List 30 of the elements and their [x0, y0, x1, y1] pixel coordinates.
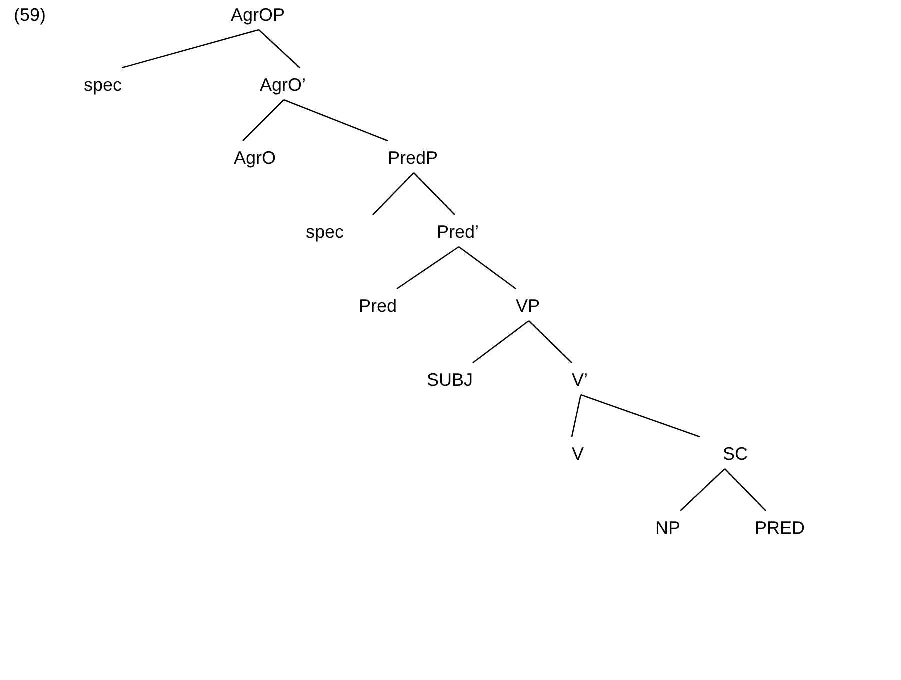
- tree-node-label: spec: [84, 74, 122, 96]
- tree-branch: [724, 468, 766, 512]
- tree-node-label: spec: [306, 221, 378, 243]
- tree-branch: [680, 468, 726, 512]
- tree-node-label: SUBJ: [427, 369, 473, 391]
- tree-branch: [458, 246, 516, 290]
- tree-node-label: AgrOP: [230, 4, 286, 26]
- tree-branch: [242, 100, 284, 142]
- tree-branch: [396, 246, 460, 290]
- example-number: (59): [14, 4, 46, 26]
- tree-branch: [258, 30, 300, 68]
- tree-branch: [571, 394, 582, 438]
- tree-node-label: V’: [572, 369, 588, 391]
- tree-node-label: SC: [700, 443, 748, 465]
- tree-branch: [528, 320, 572, 364]
- tree-node-label: Pred’: [436, 221, 480, 243]
- tree-node-label: AgrO’: [260, 74, 306, 96]
- tree-branch: [472, 320, 530, 364]
- tree-node-label: PRED: [755, 517, 805, 539]
- tree-branch: [122, 29, 260, 69]
- tree-branch: [414, 172, 456, 216]
- tree-branch: [284, 99, 388, 142]
- tree-node-label: V: [572, 443, 584, 465]
- tree-node-label: Pred: [358, 295, 398, 317]
- tree-node-label: NP: [656, 517, 680, 539]
- tree-branch: [372, 172, 414, 216]
- tree-node-label: PredP: [388, 147, 438, 169]
- tree-node-label: AgrO: [234, 147, 276, 169]
- tree-node-label: VP: [516, 295, 540, 317]
- tree-branch: [580, 394, 700, 438]
